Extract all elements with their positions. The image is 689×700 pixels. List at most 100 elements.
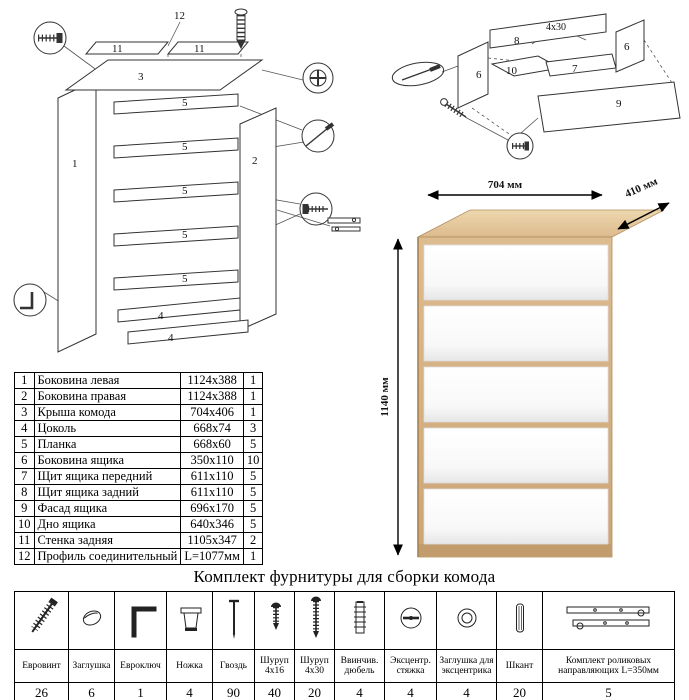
screwdriver-callout	[391, 61, 445, 87]
part-qty: 5	[242, 516, 264, 533]
right-side-panel	[239, 107, 277, 331]
part-name: Боковина ящика	[33, 452, 182, 469]
screw-size-note: 4х30	[546, 22, 566, 33]
cap-icon	[82, 610, 101, 626]
top-panel	[64, 59, 264, 91]
part-num: 5	[14, 436, 35, 453]
part-label: 4	[158, 310, 164, 322]
part-qty: 10	[242, 452, 264, 469]
part-label: 2	[252, 155, 258, 167]
drawer-front	[423, 244, 609, 301]
part-size: 611х110	[180, 484, 244, 501]
part-name: Боковина правая	[33, 388, 182, 405]
part-qty: 3	[242, 420, 264, 437]
hardware-label: Шуруп 4х16	[254, 649, 295, 683]
part-label: 9	[616, 98, 622, 110]
part-name: Профиль соединительный	[33, 548, 182, 565]
drawer-front	[423, 488, 609, 545]
back-panel-right	[166, 41, 250, 55]
hex-key-icon	[131, 606, 156, 638]
part-size: 1105х347	[180, 532, 244, 549]
part-name: Дно ящика	[33, 516, 182, 533]
hardware-qty: 26	[14, 682, 69, 700]
hardware-qty: 4	[384, 682, 437, 700]
roller-guides-icon	[566, 606, 649, 630]
hardware-qty: 6	[68, 682, 115, 700]
part-name: Щит ящика передний	[33, 468, 182, 485]
cabinet-exploded-diagram: 12 11 11 3 1 2 5 5 5 5 5 4 4	[13, 8, 361, 353]
hardware-label: Евроключ	[114, 649, 167, 683]
part-label: 5	[182, 141, 188, 153]
part-qty: 1	[242, 388, 264, 405]
part-label: 7	[572, 63, 578, 75]
hardware-label: Шуруп 4х30	[294, 649, 335, 683]
hardware-label: Заглушка для эксцентрика	[436, 649, 497, 683]
part-num: 2	[14, 388, 35, 405]
part-num: 11	[14, 532, 35, 549]
part-qty: 1	[242, 548, 264, 565]
hardware-qty: 4	[436, 682, 497, 700]
part-label: 12	[174, 10, 185, 22]
hardware-label: Комплект роликовых направляющих L=350мм	[542, 649, 675, 683]
back-panel-left	[84, 41, 170, 55]
part-num: 6	[14, 452, 35, 469]
part-label: 4	[168, 332, 174, 344]
drawer-back	[489, 13, 607, 49]
part-size: 1124х388	[180, 388, 244, 405]
width-label: 704 мм	[488, 179, 523, 191]
drawer-rail-icon	[327, 217, 361, 232]
part-num: 10	[14, 516, 35, 533]
part-size: 668х60	[180, 436, 244, 453]
part-size: L=1077мм	[180, 548, 244, 565]
drawer-front-shield	[545, 53, 617, 77]
part-name: Цоколь	[33, 420, 182, 437]
part-name: Щит ящика задний	[33, 484, 182, 501]
slat-4	[113, 225, 239, 247]
slat-2	[113, 137, 239, 159]
part-qty: 5	[242, 500, 264, 517]
dresser-drawers	[423, 244, 609, 545]
part-size: 668х74	[180, 420, 244, 437]
hardware-qty: 1	[114, 682, 167, 700]
dresser-plinth	[419, 544, 611, 557]
part-label: 5	[182, 229, 188, 241]
plinth-board-2	[127, 319, 249, 345]
part-size: 704х406	[180, 404, 244, 421]
drawer-front	[423, 427, 609, 484]
dresser-top-face	[417, 209, 665, 238]
part-num: 3	[14, 404, 35, 421]
depth-dim-line	[617, 202, 670, 230]
screw-icon	[440, 98, 467, 119]
hardware-label: Ножка	[166, 649, 213, 683]
part-qty: 1	[242, 404, 264, 421]
part-size: 611х110	[180, 468, 244, 485]
drawer-exploded-diagram: 6 8 4х30 6 10 7 9	[391, 13, 681, 160]
drawer-front	[423, 366, 609, 423]
part-size: 1124х388	[180, 372, 244, 389]
hardware-qty: 20	[294, 682, 335, 700]
leg-icon	[180, 607, 201, 631]
drawer-boards	[457, 13, 681, 133]
vertical-screw-icon	[234, 8, 248, 50]
part-label: 5	[182, 97, 188, 109]
screw-callout	[299, 192, 333, 226]
hardware-label: Шкант	[496, 649, 543, 683]
drawer-fascia	[537, 81, 681, 133]
hardware-icons-row	[14, 591, 675, 650]
screw-4x16-icon	[271, 602, 281, 630]
part-num: 12	[14, 548, 35, 565]
part-label: 5	[182, 273, 188, 285]
height-label: 1140 мм	[379, 377, 391, 417]
euro-screw-icon	[30, 597, 58, 633]
hardware-label: Заглушка	[68, 649, 115, 683]
slat-5	[113, 269, 239, 291]
part-qty: 5	[242, 484, 264, 501]
part-label: 11	[112, 43, 123, 55]
part-num: 7	[14, 468, 35, 485]
